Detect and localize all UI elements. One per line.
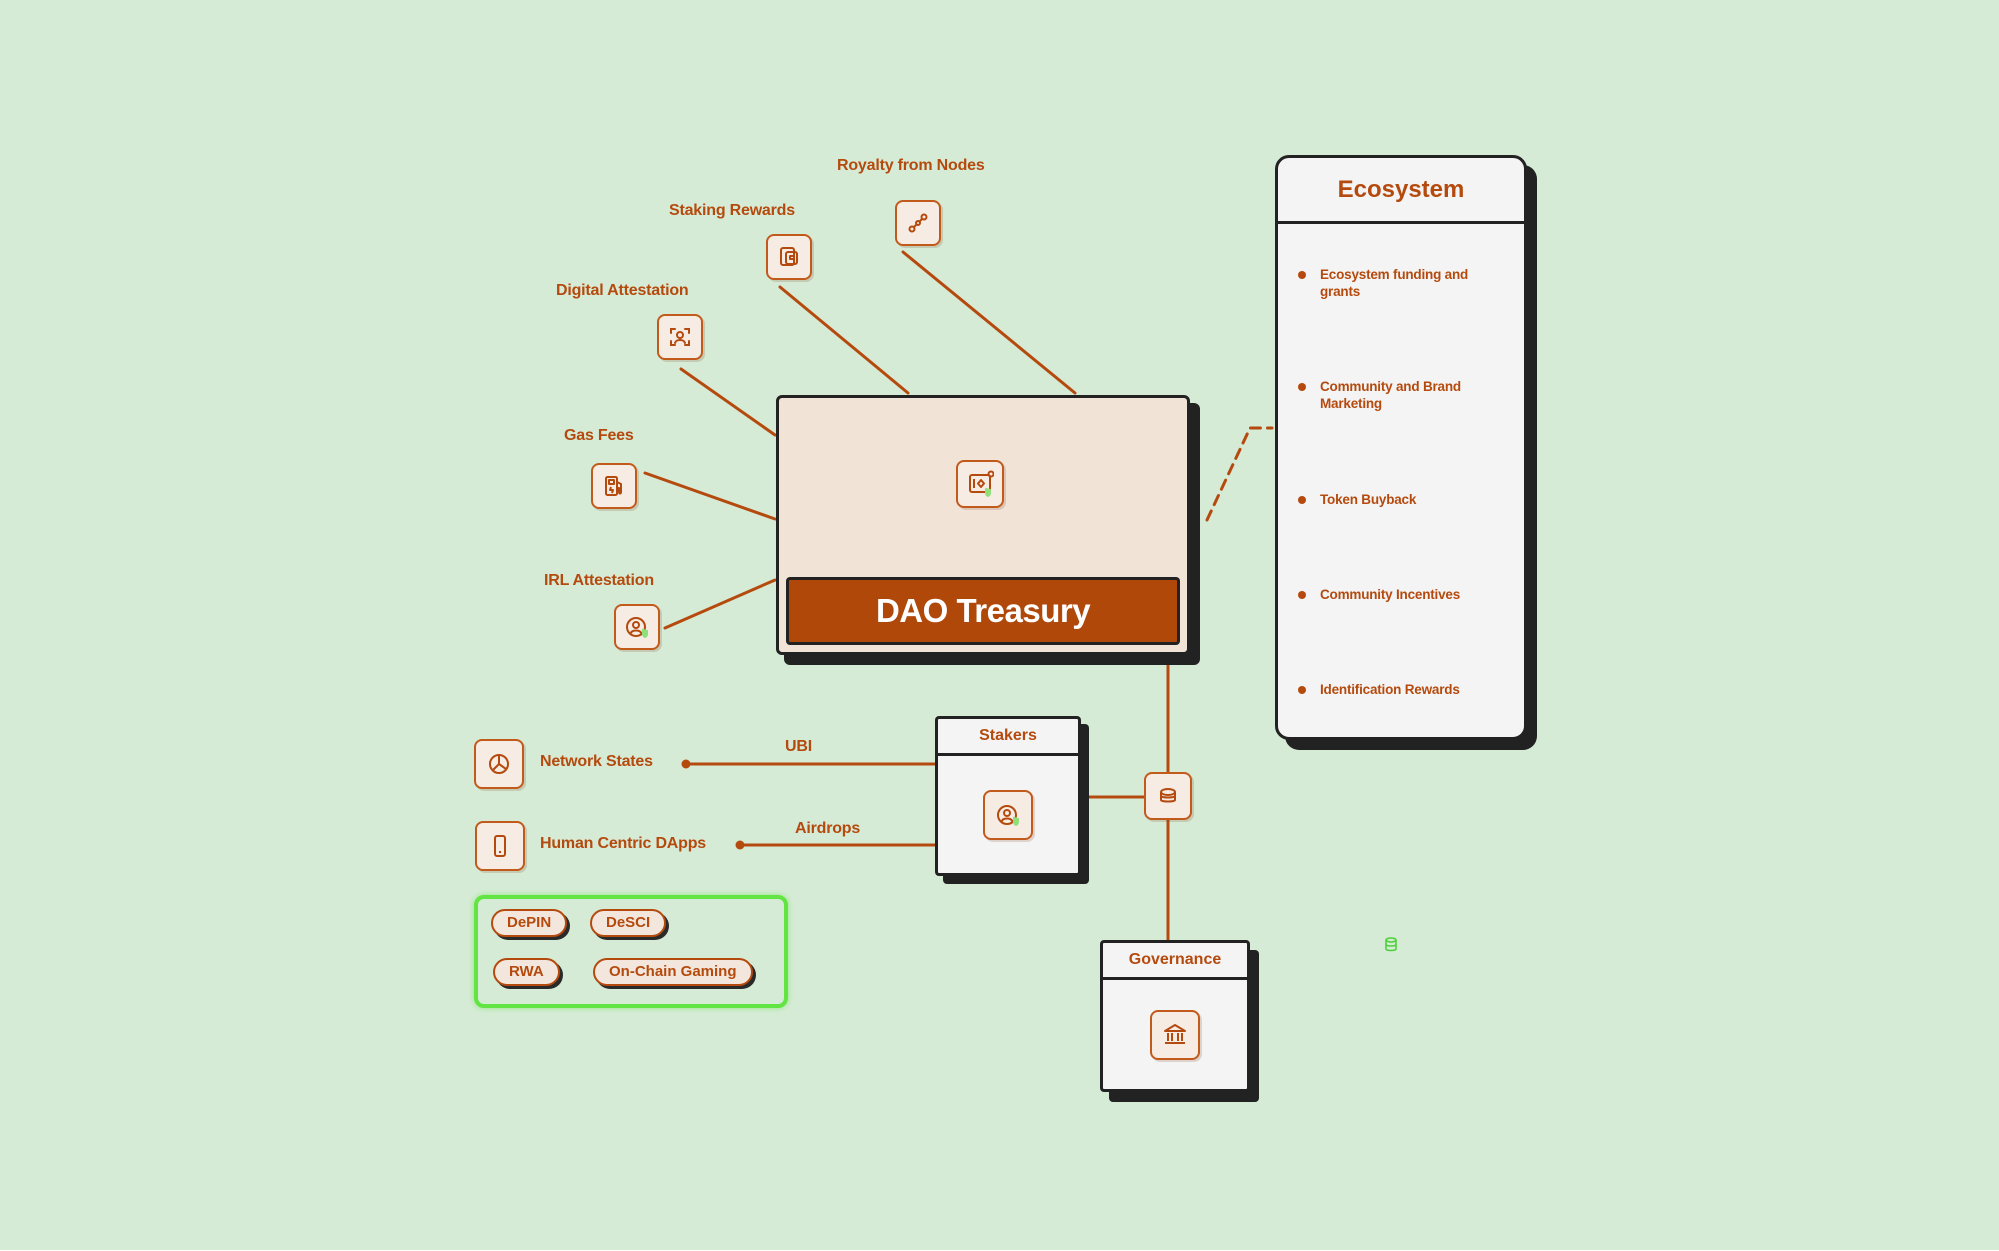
ecosystem-item: Community and Brand Marketing bbox=[1298, 378, 1498, 412]
sector-pill-rwa[interactable]: RWA bbox=[493, 958, 560, 986]
distribution-label-network-states: Network States bbox=[540, 753, 653, 770]
vault-icon bbox=[956, 460, 1004, 508]
source-label-staking: Staking Rewards bbox=[669, 202, 795, 219]
bullet-icon bbox=[1298, 686, 1306, 694]
governance-title: Governance bbox=[1103, 943, 1247, 980]
treasury-title: DAO Treasury bbox=[875, 592, 1091, 629]
sector-pill-depin[interactable]: DePIN bbox=[491, 909, 568, 937]
connector-gas-fees bbox=[643, 471, 777, 521]
connector-digital-attestation bbox=[679, 367, 777, 437]
verified-user-icon bbox=[614, 604, 660, 650]
ecosystem-item-label: Community and Brand Marketing bbox=[1320, 379, 1461, 411]
bullet-icon bbox=[1298, 591, 1306, 599]
ecosystem-item: Token Buyback bbox=[1298, 491, 1498, 508]
node-link-icon bbox=[895, 200, 941, 246]
sectors-group: DePIN DeSCI RWA On-Chain Gaming bbox=[474, 895, 788, 1008]
face-scan-icon bbox=[657, 314, 703, 360]
sector-pill-on-chain-gaming[interactable]: On-Chain Gaming bbox=[593, 958, 753, 986]
source-label-irl-attestation: IRL Attestation bbox=[544, 572, 654, 589]
flow-label-airdrops: Airdrops bbox=[795, 820, 861, 837]
pie-chart-icon bbox=[474, 739, 524, 789]
distribution-label-human-centric-dapps: Human Centric DApps bbox=[540, 835, 706, 852]
airdrops-dot bbox=[735, 840, 745, 850]
verified-user-icon bbox=[983, 789, 1033, 840]
smartphone-icon bbox=[475, 821, 525, 871]
source-label-royalty: Royalty from Nodes bbox=[837, 157, 985, 174]
stakers-body bbox=[938, 756, 1078, 873]
coin-stack-icon bbox=[1144, 772, 1192, 820]
source-label-digital-attestation: Digital Attestation bbox=[556, 282, 689, 299]
ecosystem-item: Community Incentives bbox=[1298, 586, 1498, 603]
document-wallet-icon bbox=[766, 234, 812, 280]
ecosystem-item: Identification Rewards bbox=[1298, 681, 1498, 698]
sector-pill-desci[interactable]: DeSCI bbox=[590, 909, 667, 937]
stakers-title: Stakers bbox=[938, 719, 1078, 756]
ecosystem-item-label: Token Buyback bbox=[1320, 492, 1417, 507]
ecosystem-item: Ecosystem funding and grants bbox=[1298, 266, 1498, 300]
connector-staking bbox=[778, 285, 910, 395]
connector-ecosystem bbox=[1205, 426, 1274, 522]
ecosystem-item-label: Community Incentives bbox=[1320, 587, 1461, 602]
ecosystem-title: Ecosystem bbox=[1278, 158, 1524, 224]
database-icon bbox=[1385, 937, 1397, 952]
ecosystem-panel: Ecosystem Ecosystem funding and grants C… bbox=[1275, 155, 1527, 740]
connector-irl bbox=[663, 578, 777, 630]
bullet-icon bbox=[1298, 271, 1306, 279]
ecosystem-item-label: Identification Rewards bbox=[1320, 682, 1460, 697]
treasury-title-bar: DAO Treasury bbox=[786, 577, 1180, 645]
bullet-icon bbox=[1298, 383, 1306, 391]
bank-icon bbox=[1150, 1009, 1200, 1060]
governance-node[interactable]: Governance bbox=[1100, 940, 1250, 1092]
ecosystem-item-label: Ecosystem funding and grants bbox=[1320, 267, 1469, 299]
stakers-node[interactable]: Stakers bbox=[935, 716, 1081, 876]
governance-body bbox=[1103, 980, 1247, 1089]
flow-label-ubi: UBI bbox=[785, 738, 812, 755]
ubi-dot bbox=[681, 759, 691, 769]
source-label-gas-fees: Gas Fees bbox=[564, 427, 634, 444]
dao-treasury-node[interactable]: DAO Treasury bbox=[776, 395, 1190, 655]
fuel-pump-icon bbox=[591, 463, 637, 509]
connector-royalty bbox=[901, 250, 1077, 395]
bullet-icon bbox=[1298, 496, 1306, 504]
